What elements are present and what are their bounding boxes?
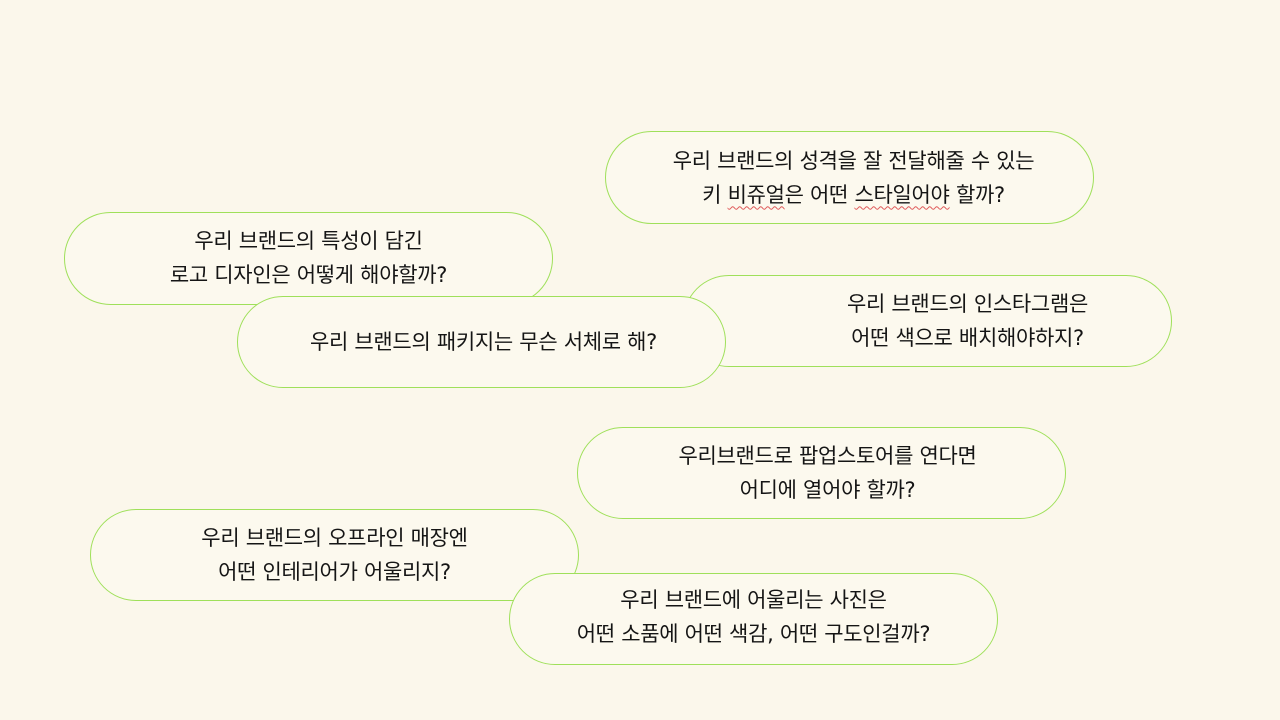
bubble-text-line-2: 어떤 인테리어가 어울리지? (218, 560, 451, 584)
bubble-text-line-2: 어디에 열어야 할까? (739, 478, 916, 502)
question-bubble-photo: 우리 브랜드에 어울리는 사진은 어떤 소품에 어떤 색감, 어떤 구도인걸까? (509, 573, 998, 665)
bubble-text-line-2: 어떤 색으로 배치해야하지? (851, 326, 1084, 350)
bubble-text-line-2: 로고 디자인은 어떻게 해야할까? (169, 262, 448, 287)
bubble-text-line-1: 우리 브랜드의 성격을 잘 전달해줄 수 있는 (672, 148, 1035, 173)
bubble-text-line-1: 우리 브랜드의 특성이 담긴 (194, 228, 423, 253)
bubble-text-line-1: 우리브랜드로 팝업스토어를 연다면 (678, 444, 977, 468)
spellcheck-underline: 스타일어야 (854, 182, 950, 207)
bubble-text-line-1: 우리 브랜드의 인스타그램은 (847, 292, 1088, 316)
bubble-text-line-2: 키 비쥬얼은 어떤 스타일어야 할까? (702, 182, 1005, 207)
bubble-text-line-1: 우리 브랜드의 오프라인 매장엔 (201, 526, 468, 550)
question-bubble-key-visual: 우리 브랜드의 성격을 잘 전달해줄 수 있는 키 비쥬얼은 어떤 스타일어야 … (605, 131, 1094, 224)
spellcheck-underline: 비쥬얼 (727, 182, 785, 207)
question-bubble-offline-store: 우리 브랜드의 오프라인 매장엔 어떤 인테리어가 어울리지? (90, 509, 579, 601)
bubble-text-line-2: 어떤 소품에 어떤 색감, 어떤 구도인걸까? (576, 622, 931, 646)
question-bubble-instagram: 우리 브랜드의 인스타그램은 어떤 색으로 배치해야하지? (683, 275, 1172, 367)
question-bubble-popup-store: 우리브랜드로 팝업스토어를 연다면 어디에 열어야 할까? (577, 427, 1066, 519)
question-bubble-package: 우리 브랜드의 패키지는 무슨 서체로 해? (237, 296, 726, 388)
bubble-text-line-1: 우리 브랜드의 패키지는 무슨 서체로 해? (309, 330, 658, 354)
bubble-text-line-1: 우리 브랜드에 어울리는 사진은 (620, 588, 887, 612)
question-bubble-logo: 우리 브랜드의 특성이 담긴 로고 디자인은 어떻게 해야할까? (64, 212, 553, 305)
